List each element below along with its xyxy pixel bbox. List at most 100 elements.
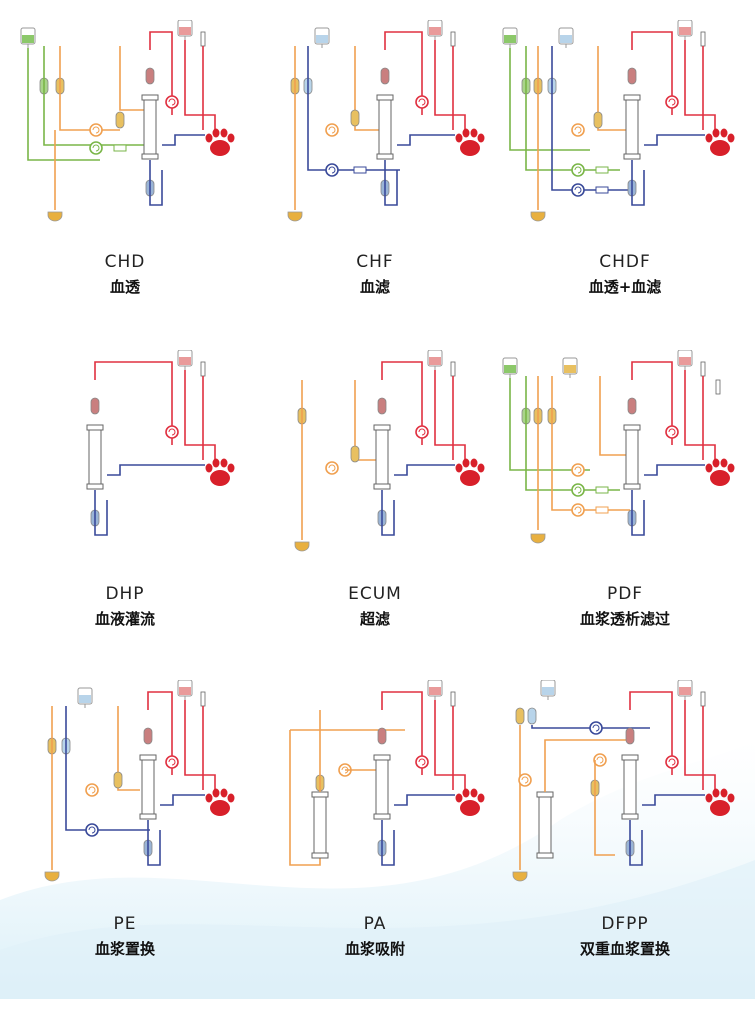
paw-toe-icon	[205, 793, 213, 803]
venous-return-line	[631, 490, 645, 536]
paw-pad-icon	[210, 470, 230, 486]
mode-cell-dhp: DHP 血液灌流	[0, 350, 250, 680]
plasma-bag-fluid	[542, 687, 554, 695]
pa-circuit-diagram	[289, 680, 485, 866]
venous-return-line	[631, 160, 645, 206]
heater-icon	[113, 144, 127, 152]
paw-pad-icon	[710, 800, 730, 816]
arterial-chamber	[143, 727, 153, 745]
pump-rotor	[418, 428, 426, 436]
filter-cap-bottom	[141, 153, 159, 160]
paw-toe-icon	[227, 463, 235, 473]
pump-icon	[571, 123, 585, 137]
paw-pad-icon	[460, 140, 480, 156]
paw-pad-icon	[210, 800, 230, 816]
venous-return-line	[94, 490, 108, 536]
pump-rotor	[574, 506, 582, 514]
mode-code: DHP	[105, 584, 145, 604]
mode-code: DFPP	[601, 914, 649, 934]
blood-bag-fluid	[179, 687, 191, 695]
arterial-line	[147, 691, 173, 775]
filter-cap-bottom	[311, 852, 329, 859]
paw-toe-icon	[462, 788, 470, 798]
filter-cap-bottom	[623, 483, 641, 490]
paw-toe-icon	[227, 793, 235, 803]
mode-name: 血浆透析滤过	[579, 610, 670, 628]
plasma-line	[65, 706, 150, 831]
blood-pump-icon	[165, 755, 179, 769]
paw-toe-icon	[727, 133, 735, 143]
heater-icon	[595, 166, 609, 174]
drip-chamber	[115, 111, 125, 129]
mode-cell-chd: CHD 血透	[0, 20, 250, 350]
effluent-line	[599, 376, 630, 456]
replacement-bag-fluid	[316, 35, 328, 43]
paw-toe-icon	[727, 463, 735, 473]
syringe-icon	[450, 691, 456, 707]
filter-cartridge	[141, 757, 155, 817]
blood-line	[434, 40, 466, 135]
paw-toe-icon	[712, 458, 720, 468]
pump-icon	[571, 463, 585, 477]
paw-toe-icon	[470, 128, 478, 138]
pump-rotor	[668, 758, 676, 766]
mode-code: PDF	[606, 584, 644, 604]
drip-chamber	[350, 445, 360, 463]
filter-cartridge	[378, 97, 392, 157]
arterial-chamber	[377, 397, 387, 415]
venous-return-line	[149, 160, 163, 206]
mode-name: 血液灌流	[94, 610, 155, 628]
return-line	[642, 794, 705, 806]
pump-icon	[571, 483, 585, 497]
plasma-line	[594, 760, 615, 856]
pump-icon	[85, 783, 99, 797]
heater-icon	[595, 506, 609, 514]
pump-rotor	[521, 776, 529, 784]
paw-toe-icon	[220, 788, 228, 798]
pump-rotor	[574, 466, 582, 474]
dialysate-line	[525, 376, 620, 491]
blood-pump-icon	[415, 95, 429, 109]
filter-cap-top	[86, 424, 104, 431]
blood-pump-icon	[415, 755, 429, 769]
syringe-icon	[200, 361, 206, 377]
filter-cartridge	[375, 757, 389, 817]
dialysate-line	[27, 48, 100, 161]
pump-rotor	[574, 166, 582, 174]
blood-line	[684, 370, 716, 465]
blood-bag-fluid	[179, 357, 191, 365]
mode-code: CHD	[104, 252, 146, 272]
heater-icon	[353, 166, 367, 174]
paw-toe-icon	[470, 458, 478, 468]
filter-cartridge	[625, 427, 639, 487]
venous-return-line	[629, 820, 643, 866]
filter-cap-bottom	[373, 483, 391, 490]
drip-chamber	[593, 111, 603, 129]
paw-toe-icon	[477, 133, 485, 143]
pump-icon	[89, 141, 103, 155]
blood-line	[434, 700, 466, 795]
paw-pad-icon	[210, 140, 230, 156]
pump-icon	[589, 721, 603, 735]
chdf-circuit-diagram	[502, 20, 735, 222]
return-line	[644, 134, 705, 146]
filter-cap-bottom	[621, 813, 639, 820]
paw-toe-icon	[477, 793, 485, 803]
paw-toe-icon	[220, 458, 228, 468]
pump-icon	[325, 123, 339, 137]
pump-rotor	[668, 428, 676, 436]
syringe-icon	[450, 31, 456, 47]
blood-line	[184, 40, 216, 135]
blood-pump-icon	[415, 425, 429, 439]
mode-cell-ecum: ECUM 超滤	[250, 350, 500, 680]
arterial-chamber	[627, 397, 637, 415]
filter-cap-bottom	[86, 483, 104, 490]
dfpp-circuit-diagram	[512, 680, 735, 882]
mode-cell-pa: PA 血浆吸附	[250, 680, 500, 1010]
mode-cell-chf: CHF 血滤	[250, 20, 500, 350]
paw-toe-icon	[720, 788, 728, 798]
pump-rotor	[328, 464, 336, 472]
mode-code: CHF	[356, 252, 394, 272]
blood-line	[434, 370, 466, 465]
